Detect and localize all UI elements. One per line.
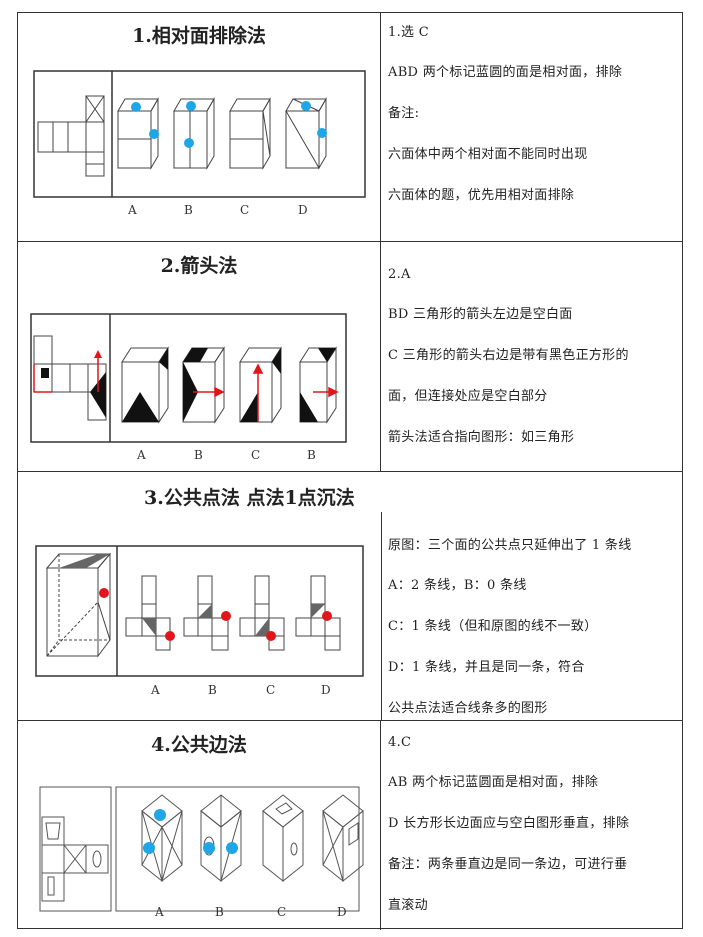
explanation-line: 六面体中两个相对面不能同时出现 [388,147,588,162]
explanation-line: C：1 条线（但和原图的线不一致） [388,619,598,634]
section-4-figure-cell: 4.公共边法 [18,721,381,930]
section-3-diagram: A B C D [35,545,364,697]
explanation-line: ABD 两个标记蓝圆的面是相对面，排除 [388,65,623,80]
option-label: D [298,203,308,217]
option-label: A [136,448,146,462]
red-dot [322,611,332,621]
option-label: B [307,448,316,462]
blue-dot [317,128,327,138]
section-2-diagram: A B C B [30,313,347,462]
explanation-line: 面，但连接处应是空白部分 [388,389,548,404]
option-label: B [208,683,217,697]
section-row-3: 3.公共点法 ⁣点法1点沉法 [18,472,682,721]
red-dot [266,631,276,641]
explanation-line: 六面体的题，优先用相对面排除 [388,188,575,203]
blue-dot [143,842,155,854]
option-label: C [240,203,249,217]
option-label: A [127,203,137,217]
option-label: B [184,203,193,217]
section-4-title: 4.公共边法 [151,734,247,756]
section-1-diagram: A B C D [33,70,366,217]
explanation-line: C 三角形的箭头右边是带有黑色正方形的 [388,348,629,363]
blue-dot [186,101,196,111]
section-2-title: 2.箭头法 [160,255,238,277]
option-label: D [321,683,331,697]
option-label: C [266,683,275,697]
section-4-text-cell: 4.C AB 两个标记蓝圆面是相对面，排除 D 长方形长边面应与空白图形垂直，排… [381,721,684,930]
explanation-line: 直滚动 [388,898,428,913]
section-2-figure-cell: 2.箭头法 [18,242,381,471]
blue-dot [131,102,141,112]
section-3-text-cell: 原图：三个面的公共点只延伸出了 1 条线 A：2 条线，B：0 条线 C：1 条… [381,526,684,721]
section-3-title: 3.公共点法 ⁣点法1点沉法 [144,487,355,509]
blue-dot [301,101,311,111]
blue-dot [154,809,166,821]
blue-dot [149,129,159,139]
option-label: B [215,905,224,919]
explanation-line: 原图：三个面的公共点只延伸出了 1 条线 [388,538,632,553]
explanation-line: 公共点法适合线条多的图形 [388,701,548,716]
red-dot [165,631,175,641]
option-label: C [251,448,260,462]
answer-line: 1.选 C [388,25,429,40]
explanation-line: D 长方形长边面应与空白图形垂直，排除 [388,816,630,831]
red-dot [99,588,109,598]
answer-line: 2.A [388,267,411,282]
blue-dot [203,842,215,854]
section-1-figure-cell: 1.相对面排除法 [18,13,381,241]
explanation-line: 备注: [388,106,420,121]
explanation-line: A：2 条线，B：0 条线 [388,578,527,593]
method-table: 1.相对面排除法 [17,12,683,930]
explanation-line: 备注：两条垂直边是同一条边，可进行垂 [388,857,628,872]
option-label: A [150,683,160,697]
explanation-line: AB 两个标记蓝圆面是相对面，排除 [388,775,599,790]
option-label: C [277,905,286,919]
option-label: D [337,905,347,919]
explanation-line: 箭头法适合指向图形：如三角形 [388,430,575,445]
blue-dot [184,138,194,148]
section-1-title: 1.相对面排除法 [132,25,266,47]
explanation-line: D：1 条线，并且是同一条，符合 [388,660,585,675]
answer-line: 4.C [388,735,412,750]
section-3-figure-cell: 3.公共点法 ⁣点法1点沉法 [18,472,381,720]
section-row-2: 2.箭头法 [18,242,682,472]
blue-dot [226,842,238,854]
red-dot [221,611,231,621]
section-1-text-cell: 1.选 C ABD 两个标记蓝圆的面是相对面，排除 备注: 六面体中两个相对面不… [381,13,684,241]
option-label: A [154,905,164,919]
section-2-text-cell: 2.A BD 三角形的箭头左边是空白面 C 三角形的箭头右边是带有黑色正方形的 … [381,242,684,471]
explanation-line: BD 三角形的箭头左边是空白面 [388,307,573,322]
section-4-diagram: A B C D [39,786,364,919]
section-row-1: 1.相对面排除法 [18,13,682,242]
option-label: B [194,448,203,462]
section-row-4: 4.公共边法 [18,721,682,930]
